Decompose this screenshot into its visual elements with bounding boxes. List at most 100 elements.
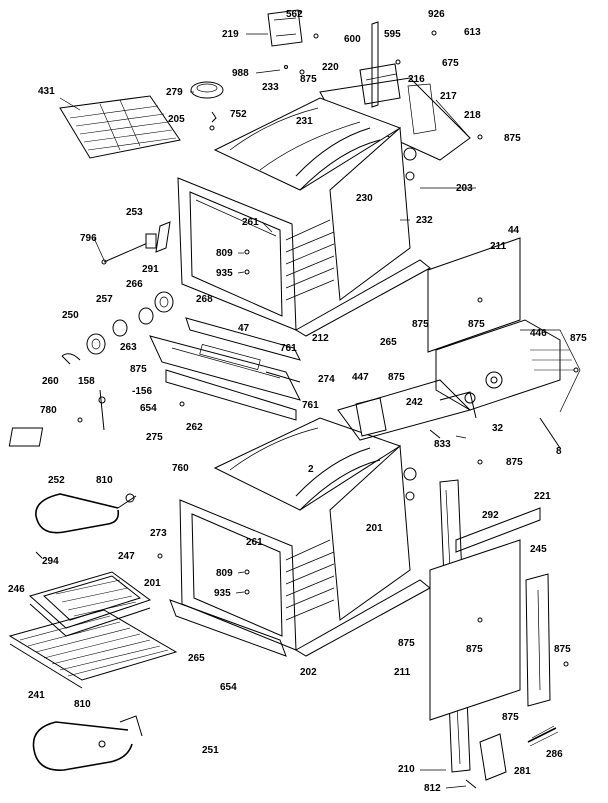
label-246: 246 (8, 584, 25, 595)
label-47: 47 (238, 323, 250, 334)
label-260: 260 (42, 376, 59, 387)
label-261: 261 (242, 217, 259, 228)
label-262: 262 (186, 422, 203, 433)
label-875: 875 (570, 333, 587, 344)
label-216: 216 (408, 74, 425, 85)
label-562: 562 (286, 9, 303, 20)
label-600: 600 (344, 34, 361, 45)
label-654: 654 (220, 682, 237, 693)
label-875: 875 (412, 319, 429, 330)
latch-assembly-253 (101, 221, 171, 265)
label-233: 233 (262, 82, 279, 93)
label-833: 833 (434, 439, 451, 450)
label-266: 266 (126, 279, 143, 290)
label-232: 232 (416, 215, 433, 226)
label-203: 203 (456, 183, 473, 194)
label-809: 809 (216, 248, 233, 259)
label-447: 447 (352, 372, 369, 383)
label-247: 247 (118, 551, 135, 562)
label-935: 935 (216, 268, 233, 279)
label-158: 158 (78, 376, 95, 387)
middle-brackets (337, 379, 561, 465)
label-257: 257 (96, 294, 113, 305)
lower-oven-cavity (169, 417, 431, 657)
label-201: 201 (366, 523, 383, 534)
label-281: 281 (514, 766, 531, 777)
label-875: 875 (130, 364, 147, 375)
label-761: 761 (280, 343, 297, 354)
control-panel-47 (149, 317, 301, 421)
label-809: 809 (216, 568, 233, 579)
broil-pan-247 (28, 571, 152, 637)
label-261: 261 (246, 537, 263, 548)
thermostat-158 (8, 389, 106, 447)
leader-lines (59, 33, 476, 789)
label-810: 810 (74, 699, 91, 710)
label-274: 274 (318, 374, 335, 385)
label-292: 292 (482, 510, 499, 521)
label-230: 230 (356, 193, 373, 204)
label-875: 875 (388, 372, 405, 383)
label-201: 201 (144, 578, 161, 589)
label-231: 231 (296, 116, 313, 127)
label-875: 875 (504, 133, 521, 144)
label-265: 265 (188, 653, 205, 664)
rear-panel-211-upper (427, 237, 581, 413)
upper-oven-cavity (177, 97, 431, 337)
label-935: 935 (214, 588, 231, 599)
label-988: 988 (232, 68, 249, 79)
label-242: 242 (406, 397, 423, 408)
knob-250 (61, 333, 106, 365)
label-291: 291 (142, 264, 159, 275)
rear-panel-211-lower (429, 479, 569, 773)
label-32: 32 (492, 423, 504, 434)
label-245: 245 (530, 544, 547, 555)
label-796: 796 (80, 233, 97, 244)
label-221: 221 (534, 491, 551, 502)
broil-element-431 (59, 95, 181, 159)
label-156: -156 (132, 386, 152, 397)
label-675: 675 (442, 58, 459, 69)
element-286 (465, 725, 559, 789)
bracket-562 (267, 9, 303, 47)
label-294: 294 (42, 556, 59, 567)
label-926: 926 (428, 9, 445, 20)
label-252: 252 (48, 475, 65, 486)
label-431: 431 (38, 86, 55, 97)
label-265: 265 (380, 337, 397, 348)
label-595: 595 (384, 29, 401, 40)
label-251: 251 (202, 745, 219, 756)
label-613: 613 (464, 27, 481, 38)
label-205: 205 (168, 114, 185, 125)
label-875: 875 (300, 74, 317, 85)
label-875: 875 (554, 644, 571, 655)
label-2: 2 (308, 464, 314, 475)
label-760: 760 (172, 463, 189, 474)
label-875: 875 (466, 644, 483, 655)
label-218: 218 (464, 110, 481, 121)
label-752: 752 (230, 109, 247, 120)
label-211: 211 (490, 241, 507, 252)
label-217: 217 (440, 91, 457, 102)
element-810-lower (32, 715, 143, 771)
label-761: 761 (302, 400, 319, 411)
label-210: 210 (398, 764, 415, 775)
part-labels: 562 219 926 613 600 595 675 988 220 875 … (8, 9, 587, 794)
label-810: 810 (96, 475, 113, 486)
label-446: 446 (530, 328, 547, 339)
label-241: 241 (28, 690, 45, 701)
label-44: 44 (508, 225, 520, 236)
knob-257 (112, 291, 174, 337)
label-875: 875 (502, 712, 519, 723)
oven-rack-241 (8, 609, 178, 689)
label-275: 275 (146, 432, 163, 443)
label-875: 875 (468, 319, 485, 330)
bake-element-252 (35, 493, 163, 559)
label-263: 263 (120, 342, 137, 353)
label-268: 268 (196, 294, 213, 305)
label-812: 812 (424, 783, 441, 794)
label-219: 219 (222, 29, 239, 40)
label-212: 212 (312, 333, 329, 344)
label-654: 654 (140, 403, 157, 414)
